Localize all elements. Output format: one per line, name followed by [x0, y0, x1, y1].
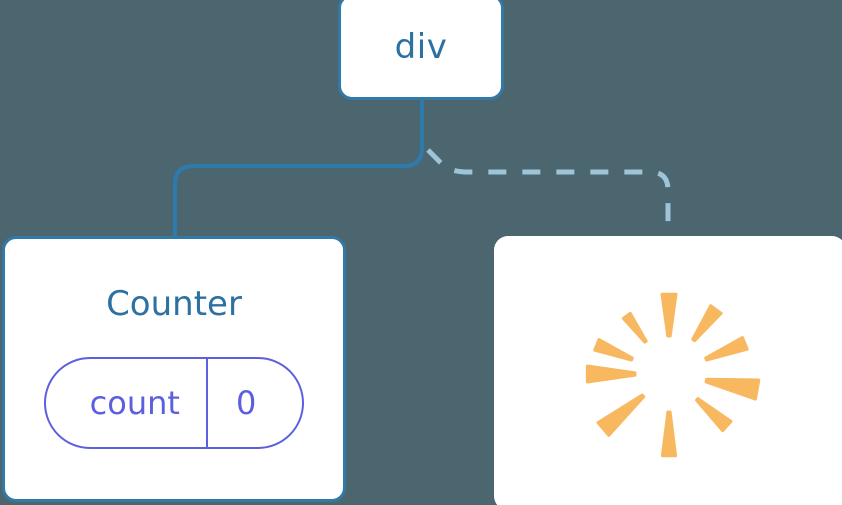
node-div[interactable]: div [338, 0, 504, 100]
prop-divider [205, 359, 208, 447]
edge-div-to-counter [173, 98, 424, 242]
burst-ray-7 [596, 393, 646, 437]
burst-ray-6 [704, 377, 761, 401]
node-counter-label: Counter [106, 284, 242, 324]
prop-key: count [89, 384, 180, 422]
burst-ray-8 [695, 397, 733, 433]
burst-ray-0 [660, 292, 678, 338]
node-div-label: div [394, 27, 448, 67]
sparkle-burst-icon [585, 292, 761, 458]
burst-ray-2 [691, 304, 723, 343]
node-counter[interactable]: Counter count 0 [2, 236, 346, 502]
burst-ray-4 [704, 336, 749, 362]
burst-ray-1 [621, 311, 648, 344]
burst-ray-9 [660, 410, 678, 458]
edge-div-to-burst [426, 148, 671, 240]
burst-ray-3 [593, 338, 634, 362]
burst-ray-5 [585, 364, 637, 384]
prop-badge-count[interactable]: count 0 [43, 357, 305, 449]
node-burst[interactable] [494, 236, 842, 505]
prop-value: 0 [235, 384, 257, 422]
